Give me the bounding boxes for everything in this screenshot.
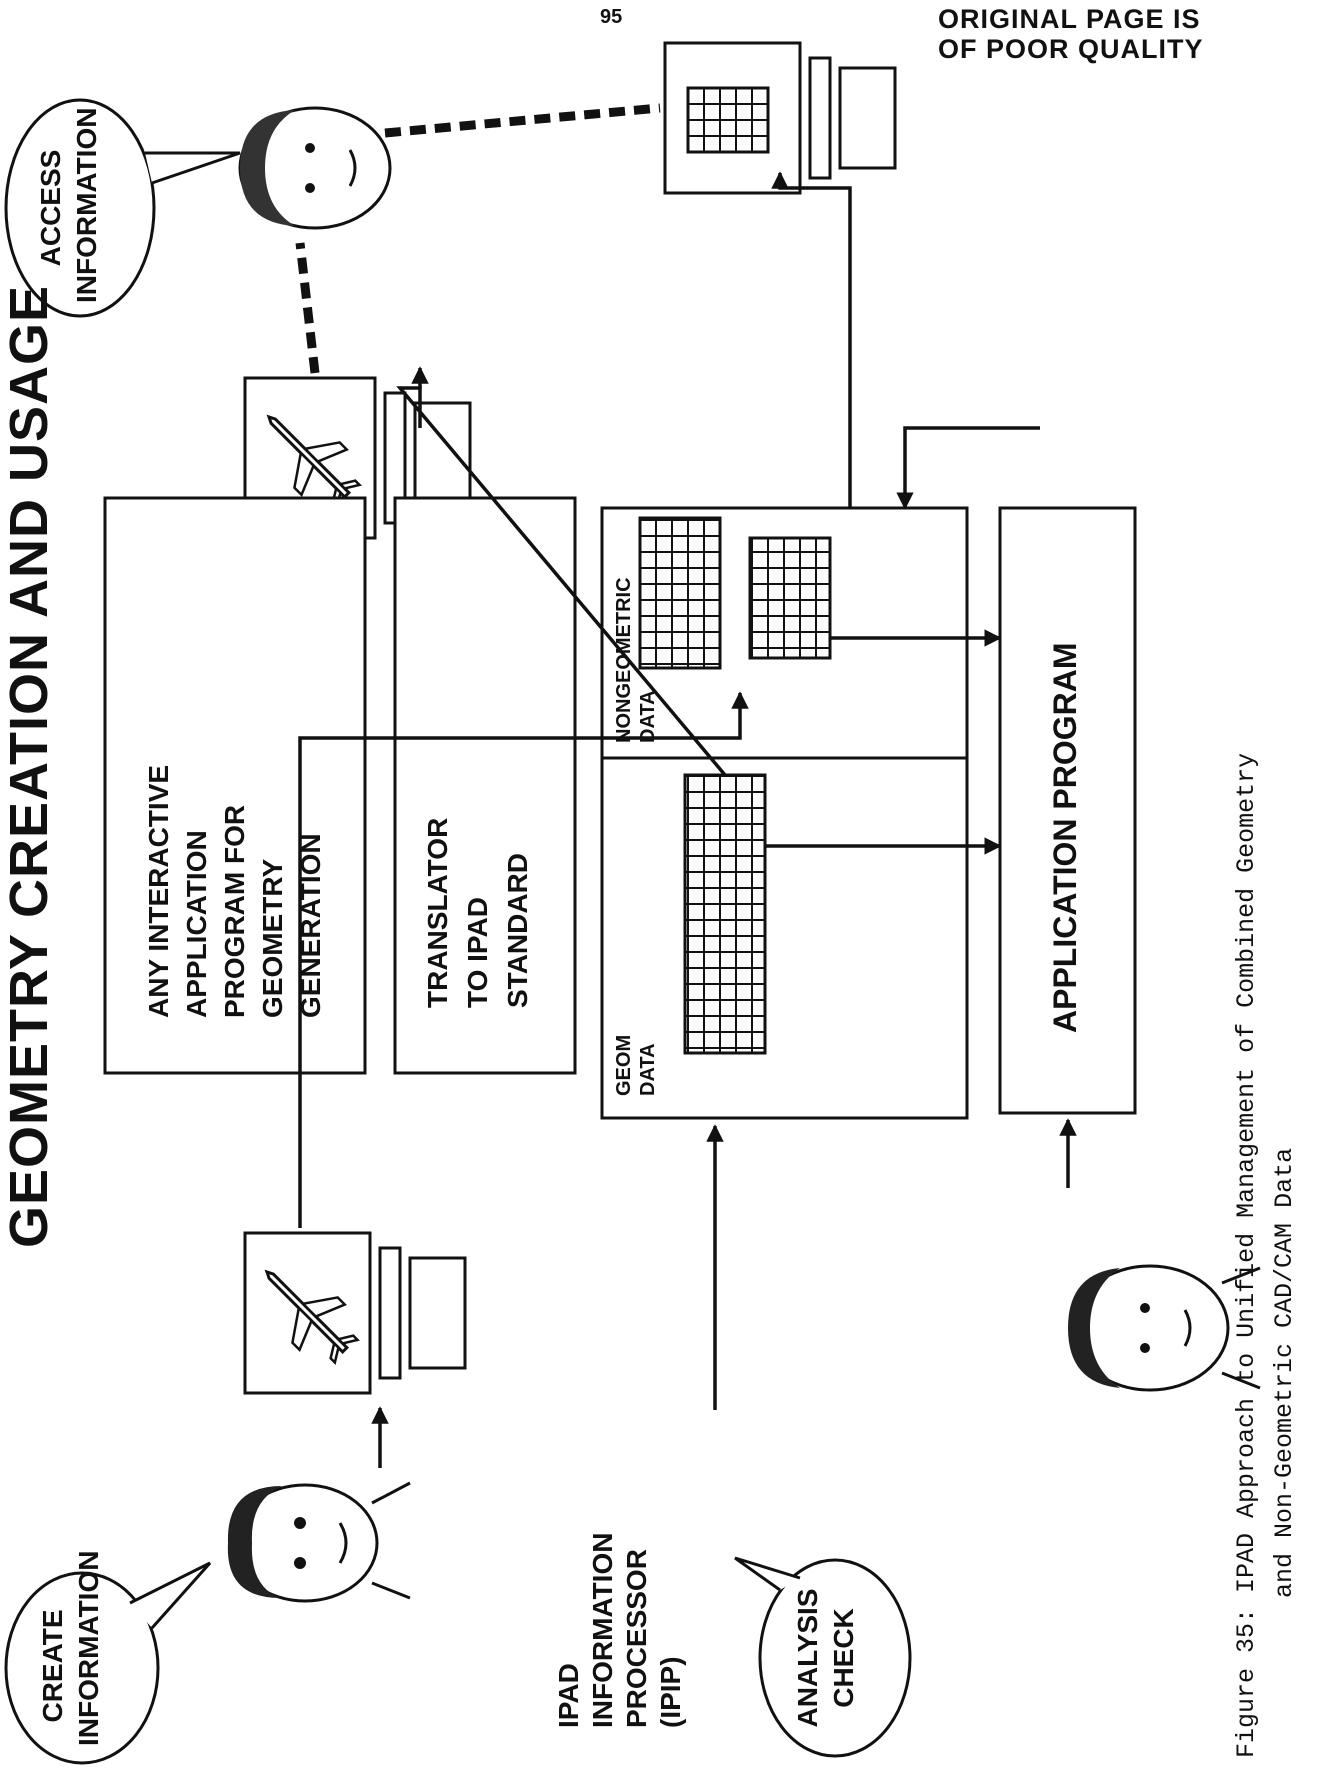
geom-data-label: GEOM DATA: [613, 1034, 659, 1096]
diagram-title: GEOMETRY CREATION AND USAGE: [0, 284, 59, 1248]
arrow-app-to-data: [896, 426, 1040, 510]
nongeom-data-grid-1: [638, 516, 722, 670]
geom-data-grid: [683, 773, 767, 1055]
interactive-program-text: ANY INTERACTIVE APPLICATION PROGRAM FOR …: [143, 764, 326, 1018]
terminal-access: [663, 41, 897, 195]
box-application-program: [998, 506, 1137, 1115]
bubble-analysis-label: ANALYSIS CHECK: [792, 1588, 859, 1728]
speech-bubble-analysis: [734, 1556, 912, 1758]
link-terminal-to-person: [295, 242, 320, 374]
stamp-line-2: OF POOR QUALITY: [938, 34, 1204, 64]
nongeom-data-label: NONGEOMETRIC DATA: [613, 577, 659, 743]
terminal-create: [243, 1231, 467, 1395]
ipip-label: IPAD INFORMATION PROCESSOR (IPIP): [553, 1532, 686, 1728]
person-male-icon: [238, 106, 392, 230]
airplane-icon: [264, 1269, 360, 1365]
bubble-create-label: CREATE INFORMATION: [37, 1550, 104, 1746]
bubble-access-label: ACCESS INFORMATION: [35, 107, 102, 303]
nongeom-data-grid-2: [748, 536, 832, 660]
person-analyst-icon: [1068, 1264, 1261, 1392]
person-female-icon: [227, 1481, 411, 1603]
arrow-geom-to-display: [396, 386, 727, 777]
arrow-data-to-access-terminal: [771, 171, 852, 508]
page-number: 95: [600, 6, 623, 28]
application-program-label: APPLICATION PROGRAM: [1047, 642, 1083, 1033]
box-translator: [393, 496, 577, 1075]
figure-caption-line-1: Figure 35: IPAD Approach to Unified Mana…: [1232, 752, 1261, 1758]
quality-stamp: ORIGINAL PAGE IS OF POOR QUALITY: [938, 4, 1204, 64]
data-grid-icon: [686, 86, 770, 154]
stamp-line-1: ORIGINAL PAGE IS: [938, 4, 1201, 34]
link-person-to-access-terminal: [384, 103, 661, 138]
figure-caption-line-2: and Non-Geometric CAD/CAM Data: [1270, 1147, 1299, 1598]
speech-bubble-access: [4, 98, 241, 318]
translator-label: TRANSLATOR TO IPAD STANDARD: [422, 817, 533, 1008]
arrow-terminal-to-geom: [298, 691, 749, 1228]
speech-bubble-create: [4, 1561, 212, 1765]
